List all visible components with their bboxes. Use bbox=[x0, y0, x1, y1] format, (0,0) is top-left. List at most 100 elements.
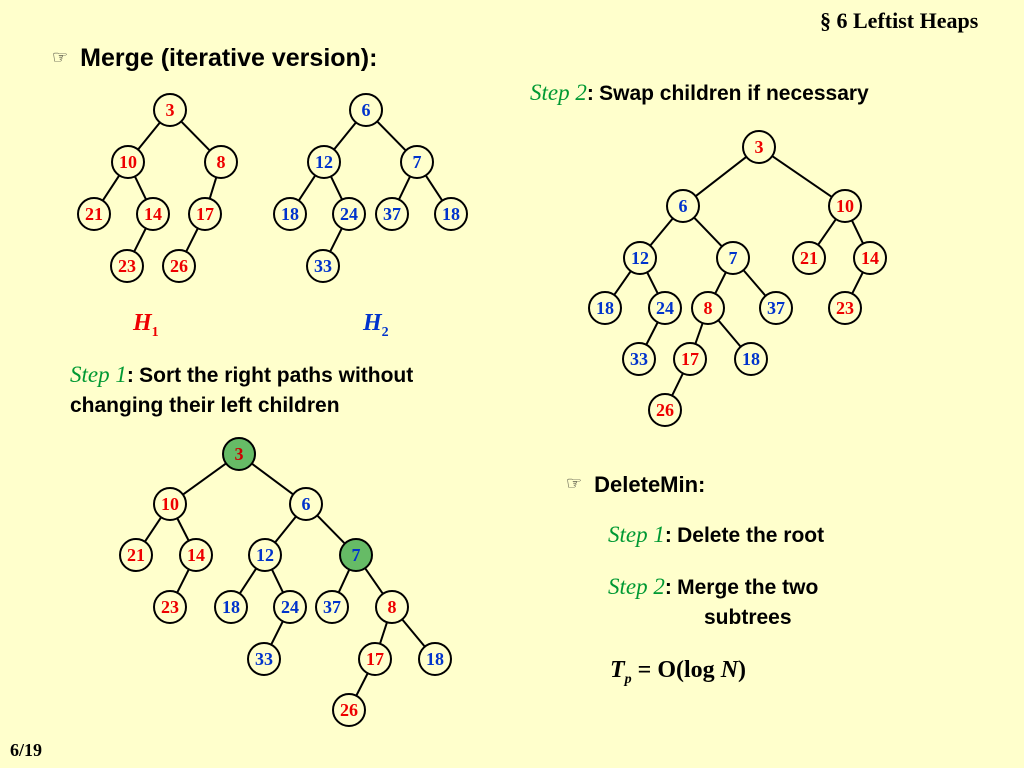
step2_tree-node-circle bbox=[759, 291, 793, 325]
step2_tree-node-d7: 7 bbox=[716, 241, 750, 275]
step1_tree-edge-c7-c37 bbox=[337, 569, 351, 593]
pointing-hand-icon: ☞ bbox=[566, 473, 583, 494]
step2-swap-heading: Step 2: Swap children if necessary bbox=[530, 80, 869, 105]
step2_tree-node-key: 14 bbox=[861, 248, 879, 268]
h2-node-key: 33 bbox=[314, 256, 332, 276]
h1-node-a14: 14 bbox=[136, 197, 170, 231]
step1_tree-node-key: 23 bbox=[161, 597, 179, 617]
h1-edge-a14-a23 bbox=[133, 227, 147, 253]
step2_tree-node-d24: 24 bbox=[648, 291, 682, 325]
h1-node-a17: 17 bbox=[188, 197, 222, 231]
step2_tree-edge-d14-d23 bbox=[851, 271, 864, 295]
h2-edge-b7-b37 bbox=[398, 175, 411, 201]
step1_tree-node-c3: 3 bbox=[222, 437, 256, 471]
step1_tree-node-circle bbox=[273, 590, 307, 624]
step1_tree-node-key: 21 bbox=[127, 545, 145, 565]
h2-node-b18b: 18 bbox=[434, 197, 468, 231]
step2_tree-node-key: 7 bbox=[729, 248, 738, 268]
h1-edge-a17-a26 bbox=[185, 227, 199, 253]
step1_tree-node-c7: 7 bbox=[339, 538, 373, 572]
step1_tree-node-c37: 37 bbox=[315, 590, 349, 624]
step1_tree-node-circle bbox=[153, 487, 187, 521]
h1-node-key: 21 bbox=[85, 204, 103, 224]
time-complexity: Tp = O(log N) bbox=[610, 657, 747, 687]
h2-node-key: 12 bbox=[315, 152, 333, 172]
h2-edge-b24-b33 bbox=[329, 227, 343, 253]
step2_tree-node-key: 33 bbox=[630, 349, 648, 369]
step2_tree-node-key: 12 bbox=[631, 248, 649, 268]
step2_tree-node-key: 37 bbox=[767, 298, 785, 318]
step1_tree-node-circle bbox=[214, 590, 248, 624]
step1_tree-node-key: 12 bbox=[256, 545, 274, 565]
step1_tree-edge-c24-c33 bbox=[270, 620, 284, 646]
step1_tree-edge-c10-c21 bbox=[144, 516, 162, 543]
step1_tree-node-key: 37 bbox=[323, 597, 341, 617]
deletemin-step2-line2: subtrees bbox=[704, 606, 792, 629]
step2_tree-node-d6: 6 bbox=[666, 189, 700, 223]
h2-node-b6: 6 bbox=[349, 93, 383, 127]
step1_tree-node-c14: 14 bbox=[179, 538, 213, 572]
step2_tree-node-circle bbox=[853, 241, 887, 275]
step2_tree-edge-d6-d12 bbox=[649, 217, 674, 247]
step2_tree-edge-d10-d21 bbox=[817, 218, 837, 246]
step2_tree-node-d8: 8 bbox=[691, 291, 725, 325]
h2-edge-b12-b24 bbox=[330, 175, 343, 201]
h2-edge-b7-b18b bbox=[424, 174, 444, 202]
step1_tree-node-key: 18 bbox=[426, 649, 444, 669]
h1-node-a3: 3 bbox=[153, 93, 187, 127]
h1-node-circle bbox=[188, 197, 222, 231]
h2-node-circle bbox=[349, 93, 383, 127]
step2_tree-edge-d8-d17 bbox=[694, 322, 704, 345]
h2-node-b12: 12 bbox=[307, 145, 341, 179]
h2-edge-b6-b7 bbox=[376, 120, 407, 152]
step2_tree-edge-d17-d26 bbox=[671, 372, 684, 397]
step1_tree-node-key: 33 bbox=[255, 649, 273, 669]
step1_tree-edge-c14-c23 bbox=[176, 568, 190, 594]
step1_tree-node-circle bbox=[289, 487, 323, 521]
h1-node-a10: 10 bbox=[111, 145, 145, 179]
h1-node-circle bbox=[153, 93, 187, 127]
step1_tree-edge-c8-c17 bbox=[379, 621, 388, 645]
h1-node-circle bbox=[77, 197, 111, 231]
step1_tree-node-key: 10 bbox=[161, 494, 179, 514]
step2_tree-node-circle bbox=[666, 189, 700, 223]
step2_tree-edge-d7-d37 bbox=[742, 269, 767, 297]
step2_tree-node-circle bbox=[648, 291, 682, 325]
h2-node-key: 18 bbox=[442, 204, 460, 224]
step1_tree-node-c18a: 18 bbox=[214, 590, 248, 624]
step1_tree-node-c23: 23 bbox=[153, 590, 187, 624]
step1_tree-edge-c12-c24 bbox=[271, 568, 284, 594]
step1_tree-node-circle bbox=[315, 590, 349, 624]
h1-edge-a8-a17 bbox=[208, 176, 218, 200]
step2_tree-node-circle bbox=[828, 189, 862, 223]
step1_tree-node-key: 24 bbox=[281, 597, 299, 617]
step1_tree-node-c8: 8 bbox=[375, 590, 409, 624]
deletemin-step1: Step 1: Delete the root bbox=[608, 522, 825, 547]
step2_tree-node-circle bbox=[828, 291, 862, 325]
h2-node-key: 37 bbox=[383, 204, 401, 224]
h2-node-key: 7 bbox=[413, 152, 422, 172]
step1-line2: changing their left children bbox=[70, 394, 340, 417]
step2_tree-node-key: 10 bbox=[836, 196, 854, 216]
h1-edge-a3-a8 bbox=[180, 120, 211, 152]
h1-node-key: 3 bbox=[166, 100, 175, 120]
step2_tree-node-d12: 12 bbox=[623, 241, 657, 275]
deletemin-heading: DeleteMin: bbox=[594, 472, 706, 497]
step1_tree-node-c18b: 18 bbox=[418, 642, 452, 676]
h2-node-circle bbox=[434, 197, 468, 231]
step1_tree-edge-c8-c18b bbox=[401, 618, 426, 648]
step2_tree-edge-d3-d10 bbox=[771, 155, 833, 198]
step1_tree-node-circle bbox=[222, 437, 256, 471]
h2-label: H2 bbox=[363, 310, 389, 340]
step2_tree-node-circle bbox=[648, 393, 682, 427]
h1-node-a8: 8 bbox=[204, 145, 238, 179]
step2_tree-node-d33: 33 bbox=[622, 342, 656, 376]
step1_tree-node-c33: 33 bbox=[247, 642, 281, 676]
step1_tree-node-circle bbox=[418, 642, 452, 676]
step2_tree-node-key: 24 bbox=[656, 298, 674, 318]
h2-node-b24: 24 bbox=[332, 197, 366, 231]
step2_tree-node-circle bbox=[742, 130, 776, 164]
h2-node-b18a: 18 bbox=[273, 197, 307, 231]
slide-number: 6/19 bbox=[10, 740, 43, 760]
